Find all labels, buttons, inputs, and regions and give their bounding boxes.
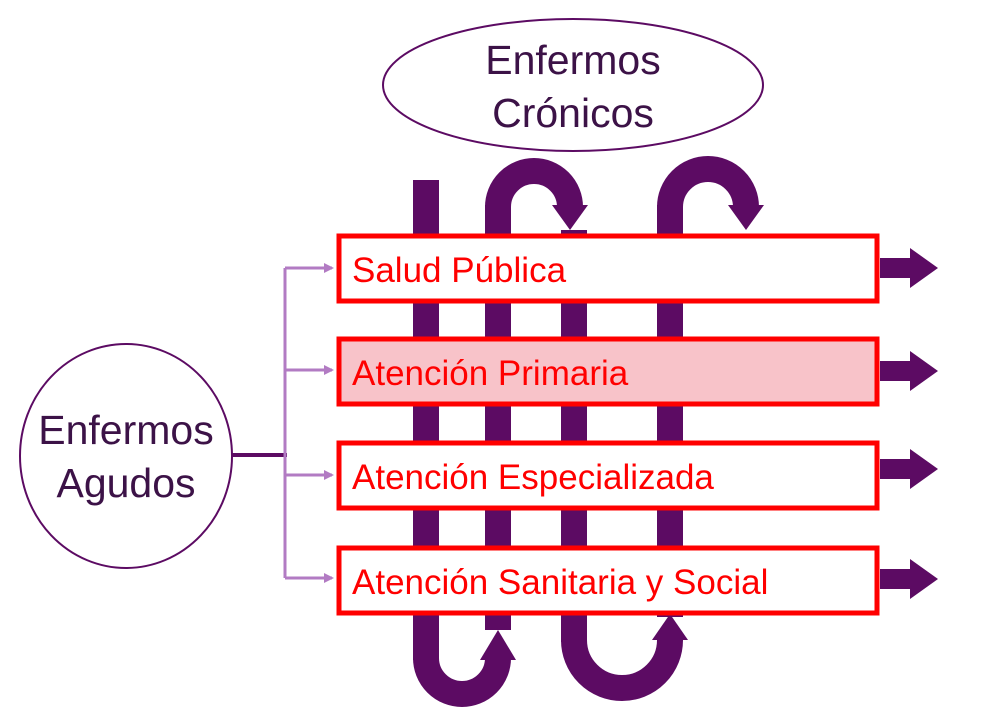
care-level-box-1: Salud Pública bbox=[336, 233, 880, 304]
care-level-label-1: Salud Pública bbox=[352, 251, 567, 290]
acute-patients-line-2: Agudos bbox=[56, 460, 195, 506]
care-level-label-4: Atención Sanitaria y Social bbox=[352, 563, 768, 602]
chronic-patients-node: Enfermos Crónicos bbox=[382, 18, 764, 152]
chronic-flow-top-turn-1 bbox=[485, 158, 583, 208]
care-level-box-1-frame bbox=[336, 233, 880, 304]
output-arrow-1 bbox=[880, 248, 938, 288]
care-level-label-3: Atención Especializada bbox=[352, 458, 714, 497]
acute-patients-line-1: Enfermos bbox=[38, 407, 213, 453]
acute-patients-ellipse bbox=[19, 343, 233, 569]
acute-branch-connector bbox=[232, 263, 334, 583]
care-level-box-2: Atención Primaria bbox=[336, 336, 880, 407]
care-level-box-2-frame bbox=[336, 336, 880, 407]
care-level-box-4-frame bbox=[336, 545, 880, 616]
chronic-flow-bottom-turn-2-arrowhead bbox=[652, 614, 688, 640]
output-arrows bbox=[880, 248, 938, 599]
care-level-box-4: Atención Sanitaria y Social bbox=[336, 545, 880, 616]
care-level-label-2: Atención Primaria bbox=[352, 354, 629, 393]
chronic-flow-bottom-turn-1-arrowhead bbox=[480, 630, 516, 660]
chronic-patients-line-2: Crónicos bbox=[492, 90, 654, 136]
chronic-flow-bottom-turn-1 bbox=[413, 657, 511, 707]
care-level-box-3-frame bbox=[336, 440, 880, 511]
acute-patients-node: Enfermos Agudos bbox=[19, 343, 233, 569]
output-arrow-4 bbox=[880, 559, 938, 599]
chronic-flow-top-turn-2 bbox=[657, 156, 759, 208]
chronic-patients-ellipse bbox=[382, 18, 764, 152]
output-arrow-3 bbox=[880, 449, 938, 489]
chronic-flow-bottom-turn-2 bbox=[561, 639, 683, 701]
care-level-box-3: Atención Especializada bbox=[336, 440, 880, 511]
chronic-patients-line-1: Enfermos bbox=[485, 37, 660, 83]
chronic-flow-top-turn-2-arrowhead bbox=[728, 205, 764, 230]
chronic-flow-top-turn-1-arrowhead bbox=[552, 205, 588, 230]
output-arrow-2 bbox=[880, 351, 938, 391]
